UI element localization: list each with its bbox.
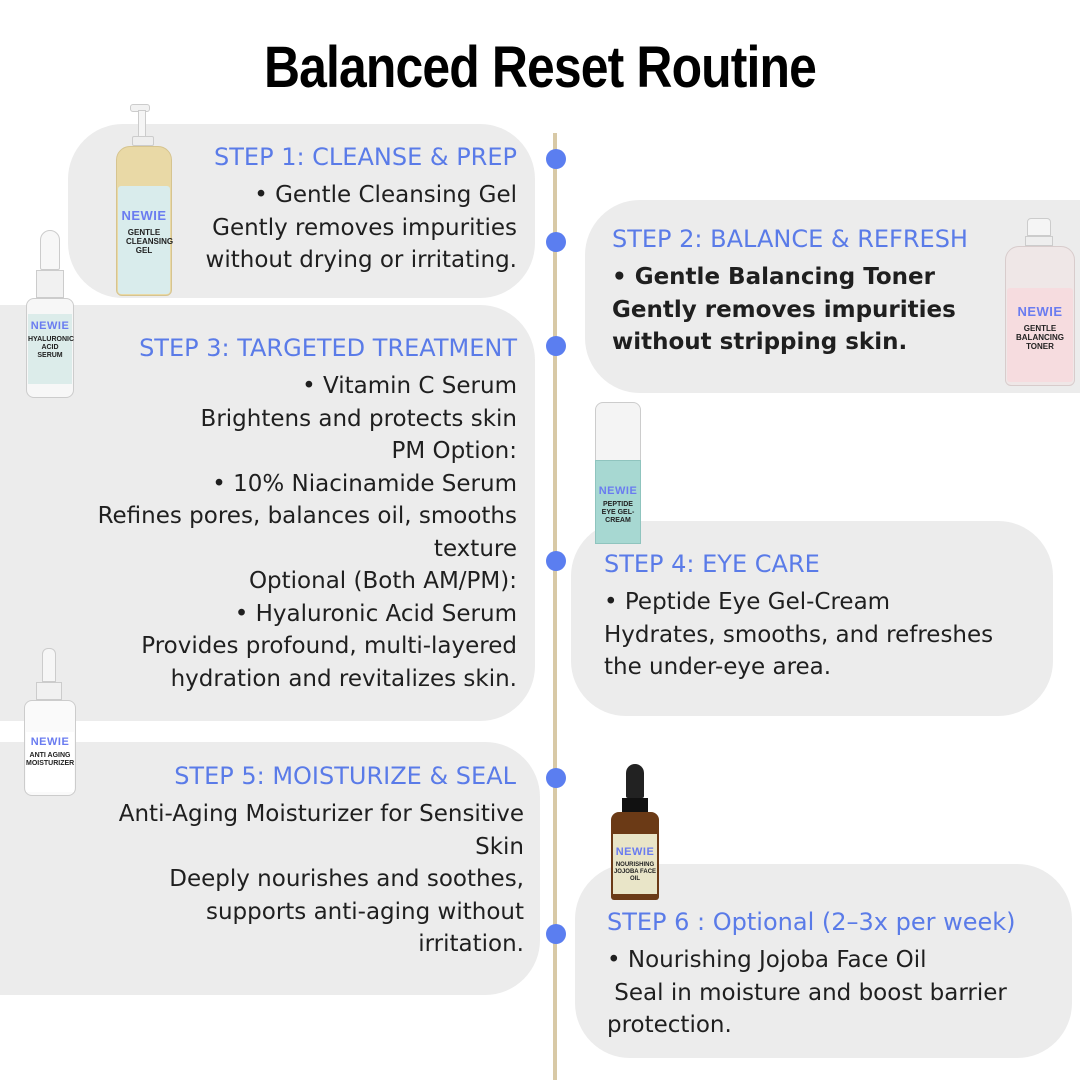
step-1-text: STEP 1: CLEANSE & PREP • Gentle Cleansin…: [206, 143, 517, 277]
moisturizer-brand: NEWIE: [30, 736, 70, 748]
step-5-line: Anti-Aging Moisturizer for Sensitive: [118, 801, 524, 827]
step-1-line: without drying or irritating.: [205, 247, 517, 273]
step-5-line: Deeply nourishes and soothes,: [169, 866, 524, 892]
step-3-card: [0, 305, 535, 721]
step-2-line: Gently removes impurities: [612, 296, 956, 323]
step-6-line: • Nourishing Jojoba Face Oil: [607, 947, 927, 973]
timeline-dot-2: [546, 232, 566, 252]
step-2-card: [585, 200, 1080, 393]
hyaluronic-name: HYALURONIC ACID SERUM: [28, 336, 75, 359]
step-4-line: the under-eye area.: [604, 654, 832, 680]
step-5-line: supports anti-aging without: [205, 898, 524, 925]
jojoba-oil-bottle: NEWIE NOURISHING JOJOBA FACE OIL: [609, 764, 661, 900]
step-1-line: Gently removes impurities: [212, 214, 517, 241]
step-5-card: [0, 742, 540, 995]
step-4-card: [571, 521, 1053, 716]
step-2-line: • Gentle Balancing Toner: [612, 264, 935, 290]
step-3-line: Provides profound, multi-layered: [141, 633, 517, 659]
step-3-text: STEP 3: TARGETED TREATMENT • Vitamin C S…: [98, 334, 517, 695]
step-4-line: • Peptide Eye Gel-Cream: [604, 589, 891, 615]
step-3-heading: STEP 3: TARGETED TREATMENT: [139, 334, 517, 362]
cleansing-gel-bottle: NEWIE GENTLE CLEANSING GEL: [108, 104, 180, 297]
step-3-line: texture: [433, 535, 517, 562]
toner-name: GENTLE BALANCING TONER: [1016, 324, 1064, 351]
step-6-heading: STEP 6 : Optional (2–3x per week): [607, 908, 1016, 936]
step-5-line: Skin: [475, 833, 524, 860]
eye-brand: NEWIE: [598, 485, 638, 497]
moisturizer-name: ANTI AGING MOISTURIZER: [26, 752, 75, 767]
timeline-dot-5: [546, 768, 566, 788]
oil-brand: NEWIE: [615, 846, 655, 858]
cleanser-name: GENTLE CLEANSING GEL: [126, 228, 174, 255]
step-3-line: Brightens and protects skin: [200, 405, 517, 432]
oil-name: NOURISHING JOJOBA FACE OIL: [613, 862, 657, 882]
moisturizer-bottle: NEWIE ANTI AGING MOISTURIZER: [22, 648, 78, 798]
hyaluronic-brand: NEWIE: [30, 320, 70, 332]
step-6-line: Seal in moisture and boost barrier: [607, 979, 1007, 1006]
step-4-heading: STEP 4: EYE CARE: [604, 550, 820, 578]
timeline-dot-4: [546, 551, 566, 571]
step-2-line: without stripping skin.: [612, 329, 908, 355]
hyaluronic-serum-bottle: NEWIE HYALURONIC ACID SERUM: [24, 230, 76, 400]
timeline-dot-3: [546, 336, 566, 356]
step-4-text: STEP 4: EYE CARE • Peptide Eye Gel-Cream…: [604, 550, 993, 684]
timeline-dot-1: [546, 149, 566, 169]
step-3-line: hydration and revitalizes skin.: [170, 665, 517, 692]
toner-brand: NEWIE: [1017, 304, 1063, 319]
step-3-line: • Hyaluronic Acid Serum: [234, 600, 517, 627]
step-6-text: STEP 6 : Optional (2–3x per week) • Nour…: [607, 908, 1016, 1042]
timeline-line: [553, 133, 557, 1080]
page-title: Balanced Reset Routine: [263, 35, 817, 100]
step-3-line: Refines pores, balances oil, smooths: [97, 503, 517, 529]
timeline-dot-6: [546, 924, 566, 944]
step-5-text: STEP 5: MOISTURIZE & SEAL Anti-Aging Moi…: [119, 762, 524, 961]
cleanser-brand: NEWIE: [121, 208, 167, 223]
step-6-line: protection.: [607, 1012, 732, 1038]
step-1-heading: STEP 1: CLEANSE & PREP: [214, 143, 517, 171]
step-2-heading: STEP 2: BALANCE & REFRESH: [612, 225, 968, 253]
eye-name: PEPTIDE EYE GEL-CREAM: [601, 501, 635, 524]
step-3-line: • Vitamin C Serum: [302, 373, 517, 399]
step-4-line: Hydrates, smooths, and refreshes: [604, 621, 994, 648]
step-5-heading: STEP 5: MOISTURIZE & SEAL: [174, 762, 516, 790]
step-3-line: PM Option:: [391, 438, 517, 464]
eye-gel-cream-bottle: NEWIE PEPTIDE EYE GEL-CREAM: [593, 402, 643, 544]
step-3-line: • 10% Niacinamide Serum: [212, 470, 517, 497]
step-5-line: irritation.: [418, 931, 524, 957]
step-3-line: Optional (Both AM/PM):: [248, 568, 517, 594]
balancing-toner-bottle: NEWIE GENTLE BALANCING TONER: [1003, 218, 1077, 386]
step-2-text: STEP 2: BALANCE & REFRESH • Gentle Balan…: [612, 225, 968, 359]
step-1-line: • Gentle Cleansing Gel: [254, 182, 517, 208]
